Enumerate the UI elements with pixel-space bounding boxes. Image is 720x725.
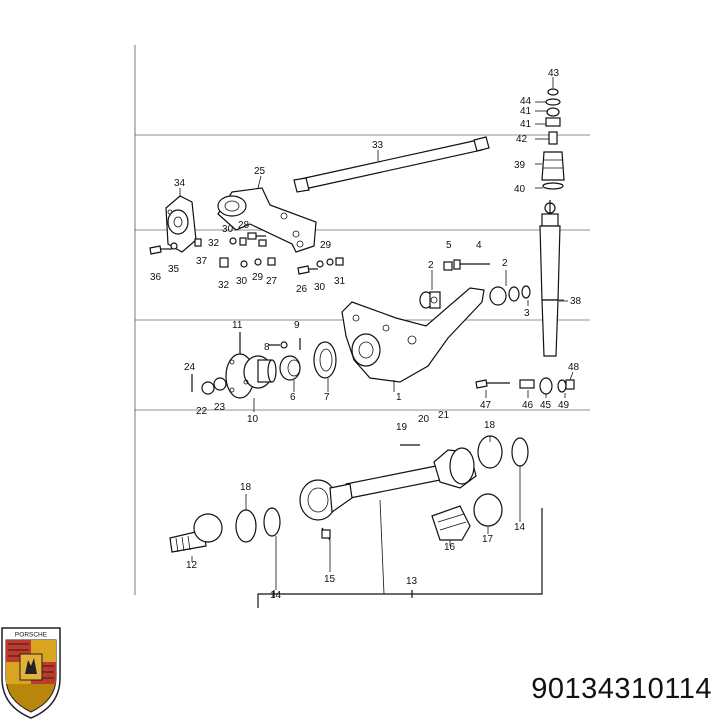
callout-label: 28 [238, 220, 250, 231]
callout-label: 14 [514, 522, 526, 533]
callout-label: 23 [214, 402, 226, 413]
callout-label: 5 [446, 240, 452, 251]
shock-absorber [539, 200, 564, 357]
callout-label: 11 [232, 320, 243, 331]
callout-label: 36 [150, 272, 162, 283]
callout-label: 1 [396, 392, 402, 403]
drive-shaft [299, 444, 477, 541]
wheel-hub [191, 332, 301, 399]
callout-label: 14 [270, 590, 282, 601]
callout-label: 33 [372, 140, 384, 151]
bushings [419, 259, 531, 309]
callout-label: 32 [208, 238, 220, 249]
callout-label: 29 [252, 272, 264, 283]
callout-label: 16 [444, 542, 456, 553]
shock-top-mount-parts [541, 88, 565, 190]
callout-label: 49 [558, 400, 570, 411]
callout-label: 20 [418, 414, 430, 425]
callout-label: 18 [240, 482, 252, 493]
callout-label: 21 [438, 410, 450, 421]
callout-label: 34 [174, 178, 186, 189]
mount-bracket [165, 188, 197, 253]
boot-and-clamps [235, 435, 529, 543]
callout-label: 2 [428, 260, 434, 271]
callout-label: 42 [516, 134, 528, 145]
torsion-bar [293, 136, 490, 193]
callout-label: 9 [294, 320, 300, 331]
wheel-bearing [279, 341, 337, 381]
stub-axle [169, 513, 223, 553]
callout-label: 48 [568, 362, 580, 373]
callout-label: 47 [480, 400, 492, 411]
callout-label: 41 [520, 119, 532, 130]
callout-label: 30 [222, 224, 234, 235]
lower-mount-parts [475, 377, 575, 395]
assembly-bracket [257, 508, 543, 608]
trailing-arm [341, 287, 485, 392]
callout-label: 3 [524, 308, 530, 319]
leader-lines [191, 77, 574, 595]
fastener-set [149, 232, 344, 275]
callout-label: 30 [314, 282, 326, 293]
callout-labels: 1 2 2 3 4 5 6 7 8 9 10 11 12 13 14 14 15… [150, 68, 582, 601]
callout-label: 25 [254, 166, 266, 177]
logo-wordmark: PORSCHE [15, 632, 48, 639]
callout-label: 31 [334, 276, 346, 287]
callout-label: 44 [520, 96, 532, 107]
callout-label: 13 [406, 576, 418, 587]
callout-label: 15 [324, 574, 336, 585]
callout-label: 30 [236, 276, 248, 287]
callout-label: 4 [476, 240, 482, 251]
callout-label: 29 [320, 240, 332, 251]
callout-label: 17 [482, 534, 494, 545]
callout-label: 39 [514, 160, 526, 171]
callout-label: 38 [570, 296, 582, 307]
callout-label: 35 [168, 264, 180, 275]
callout-label: 24 [184, 362, 196, 373]
callout-label: 43 [548, 68, 560, 79]
spring-plate [217, 175, 317, 253]
callout-label: 8 [264, 342, 270, 353]
callout-label: 40 [514, 184, 526, 195]
callout-label: 32 [218, 280, 230, 291]
callout-label: 7 [324, 392, 330, 403]
callout-label: 19 [396, 422, 408, 433]
callout-label: 45 [540, 400, 552, 411]
callout-label: 2 [502, 258, 508, 269]
callout-label: 12 [186, 560, 198, 571]
callout-label: 41 [520, 106, 532, 117]
callout-label: 22 [196, 406, 208, 417]
callout-label: 18 [484, 420, 496, 431]
callout-label: 6 [290, 392, 296, 403]
part-number: 90134310114 [531, 673, 712, 705]
callout-label: 10 [247, 414, 259, 425]
callout-label: 46 [522, 400, 534, 411]
porsche-crest-logo: PORSCHE [1, 627, 61, 719]
callout-label: 27 [266, 276, 278, 287]
callout-label: 37 [196, 256, 208, 267]
callout-label: 26 [296, 284, 308, 295]
